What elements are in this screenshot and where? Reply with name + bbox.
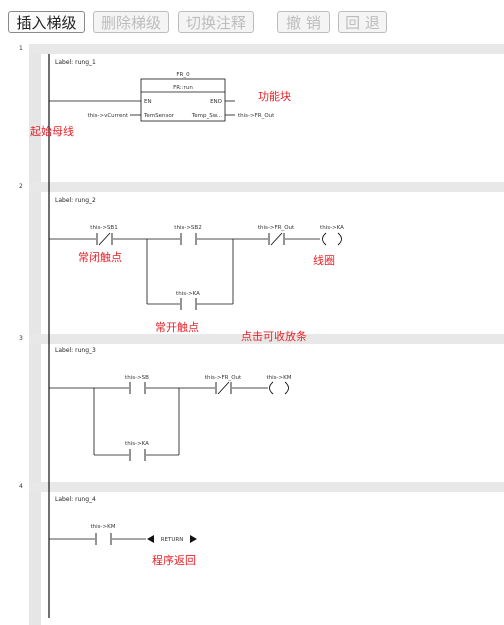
rung-separator[interactable]: [29, 44, 504, 54]
rung-separator[interactable]: [29, 334, 504, 344]
contact-no-km[interactable]: [95, 533, 112, 545]
rung-label: Label: rung_1: [55, 59, 96, 66]
rung-label: Label: rung_4: [55, 496, 96, 503]
coil-label: this->KA: [320, 225, 344, 231]
fb-instance-name: FR_0: [176, 72, 190, 78]
fb-method: FR::run: [173, 85, 193, 91]
coil-km[interactable]: [269, 381, 289, 395]
return-left-arrow-icon: [147, 535, 154, 543]
fb-input-variable[interactable]: this->vCurrent: [87, 113, 128, 119]
annotation-normally-open: 常开触点: [155, 320, 199, 334]
fb-output-variable[interactable]: this->FR_Out: [238, 113, 275, 119]
contact-label: this->KA: [176, 291, 200, 297]
undo-button[interactable]: 撤 销: [277, 11, 330, 33]
rung-separator[interactable]: [29, 482, 504, 492]
fb-eno-pin: ENO: [210, 99, 223, 105]
contact-nc-fr-out[interactable]: [268, 232, 285, 246]
rung-label: Label: rung_2: [55, 197, 96, 204]
contact-label: this->FR_Out: [258, 225, 295, 231]
function-block[interactable]: [49, 78, 235, 122]
contact-label: this->SB: [125, 375, 149, 381]
insert-rung-button[interactable]: 插入梯级: [8, 11, 85, 33]
fb-input-pin: TemSensor: [143, 113, 175, 119]
contact-no-sb2[interactable]: [180, 233, 197, 245]
rung-area-4: [41, 492, 504, 625]
contact-no-ka[interactable]: [129, 449, 146, 461]
redo-button[interactable]: 回 退: [338, 11, 387, 33]
contact-nc-sb1[interactable]: [96, 232, 113, 246]
annotation-start-bus: 起始母线: [30, 124, 74, 138]
delete-rung-button[interactable]: 删除梯级: [93, 11, 169, 33]
return-label: RETURN: [161, 537, 184, 543]
contact-no-ka[interactable]: [180, 298, 197, 310]
contact-nc-fr-out[interactable]: [215, 381, 232, 395]
coil-label: this->KM: [267, 375, 292, 381]
toggle-comment-button[interactable]: 切换注释: [178, 11, 254, 33]
annotation-function-block: 功能块: [258, 89, 291, 103]
annotation-collapse: 点击可收放条: [241, 329, 307, 343]
contact-no-sb[interactable]: [129, 382, 146, 394]
toolbar: 插入梯级 删除梯级 切换注释 撤 销 回 退: [0, 0, 504, 44]
return-element[interactable]: RETURN: [147, 535, 197, 543]
return-right-arrow-icon: [190, 535, 197, 543]
rung-number: 3: [19, 335, 23, 342]
rung-number: 2: [19, 183, 23, 190]
rung-separator[interactable]: [29, 182, 504, 192]
rung-area-2: [41, 192, 504, 334]
contact-label: this->KA: [125, 441, 149, 447]
rung-3-wiring: [49, 387, 268, 456]
rung-2-wiring: [49, 238, 320, 305]
annotation-return: 程序返回: [152, 553, 196, 567]
annotation-coil: 线圈: [313, 253, 335, 267]
contact-label: this->FR_Out: [205, 375, 242, 381]
fb-output-pin: Temp_Sw...: [191, 113, 222, 119]
contact-label: this->SB2: [174, 225, 201, 231]
rung-number: 4: [19, 483, 23, 490]
rung-number: 1: [19, 45, 23, 52]
rung-label: Label: rung_3: [55, 347, 96, 354]
annotation-normally-closed: 常闭触点: [78, 250, 122, 264]
fb-en-pin: EN: [144, 99, 152, 105]
coil-ka[interactable]: [322, 232, 342, 246]
contact-label: this->SB1: [90, 225, 117, 231]
contact-label: this->KM: [91, 524, 116, 530]
rung-area-1: [41, 54, 504, 182]
rung-area-3: [41, 344, 504, 482]
